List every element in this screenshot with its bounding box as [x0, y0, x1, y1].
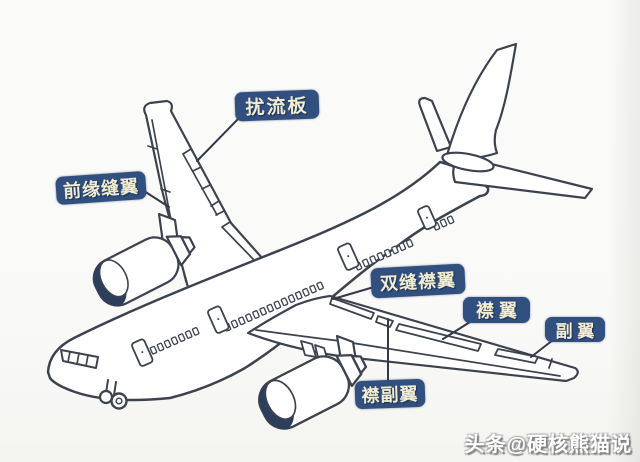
label-aileron: 副 翼	[545, 317, 605, 342]
fuselage-doors	[131, 205, 437, 367]
label-flap: 襟 翼	[463, 297, 530, 323]
leader-flap	[442, 321, 471, 340]
label-flaperon: 襟副翼	[354, 378, 426, 410]
passenger-windows	[149, 215, 455, 355]
cockpit-windows	[60, 349, 99, 369]
near-engine	[258, 353, 368, 430]
fuselage	[46, 160, 490, 402]
nose-landing-gear	[98, 379, 128, 410]
leader-lines	[143, 116, 554, 381]
leader-spoiler	[196, 116, 241, 162]
aileron-strip	[494, 348, 539, 364]
outboard-flap-strip	[395, 323, 482, 352]
near-wing	[246, 294, 579, 383]
label-double-slotted-flap: 双缝襟翼	[370, 263, 466, 299]
inboard-flap-strip	[329, 297, 375, 320]
leader-aileron	[530, 339, 554, 358]
leader-double-flap	[332, 286, 375, 300]
leader-slat	[143, 190, 170, 208]
far-engine	[92, 235, 196, 307]
vertical-stabilizer	[445, 42, 518, 160]
watermark-text: 头条@硬核熊猫说	[464, 434, 632, 456]
tail	[441, 42, 594, 200]
label-spoiler: 扰流板	[234, 89, 320, 122]
tail-bullet-fairing	[441, 151, 495, 173]
far-tailplane	[418, 96, 453, 153]
